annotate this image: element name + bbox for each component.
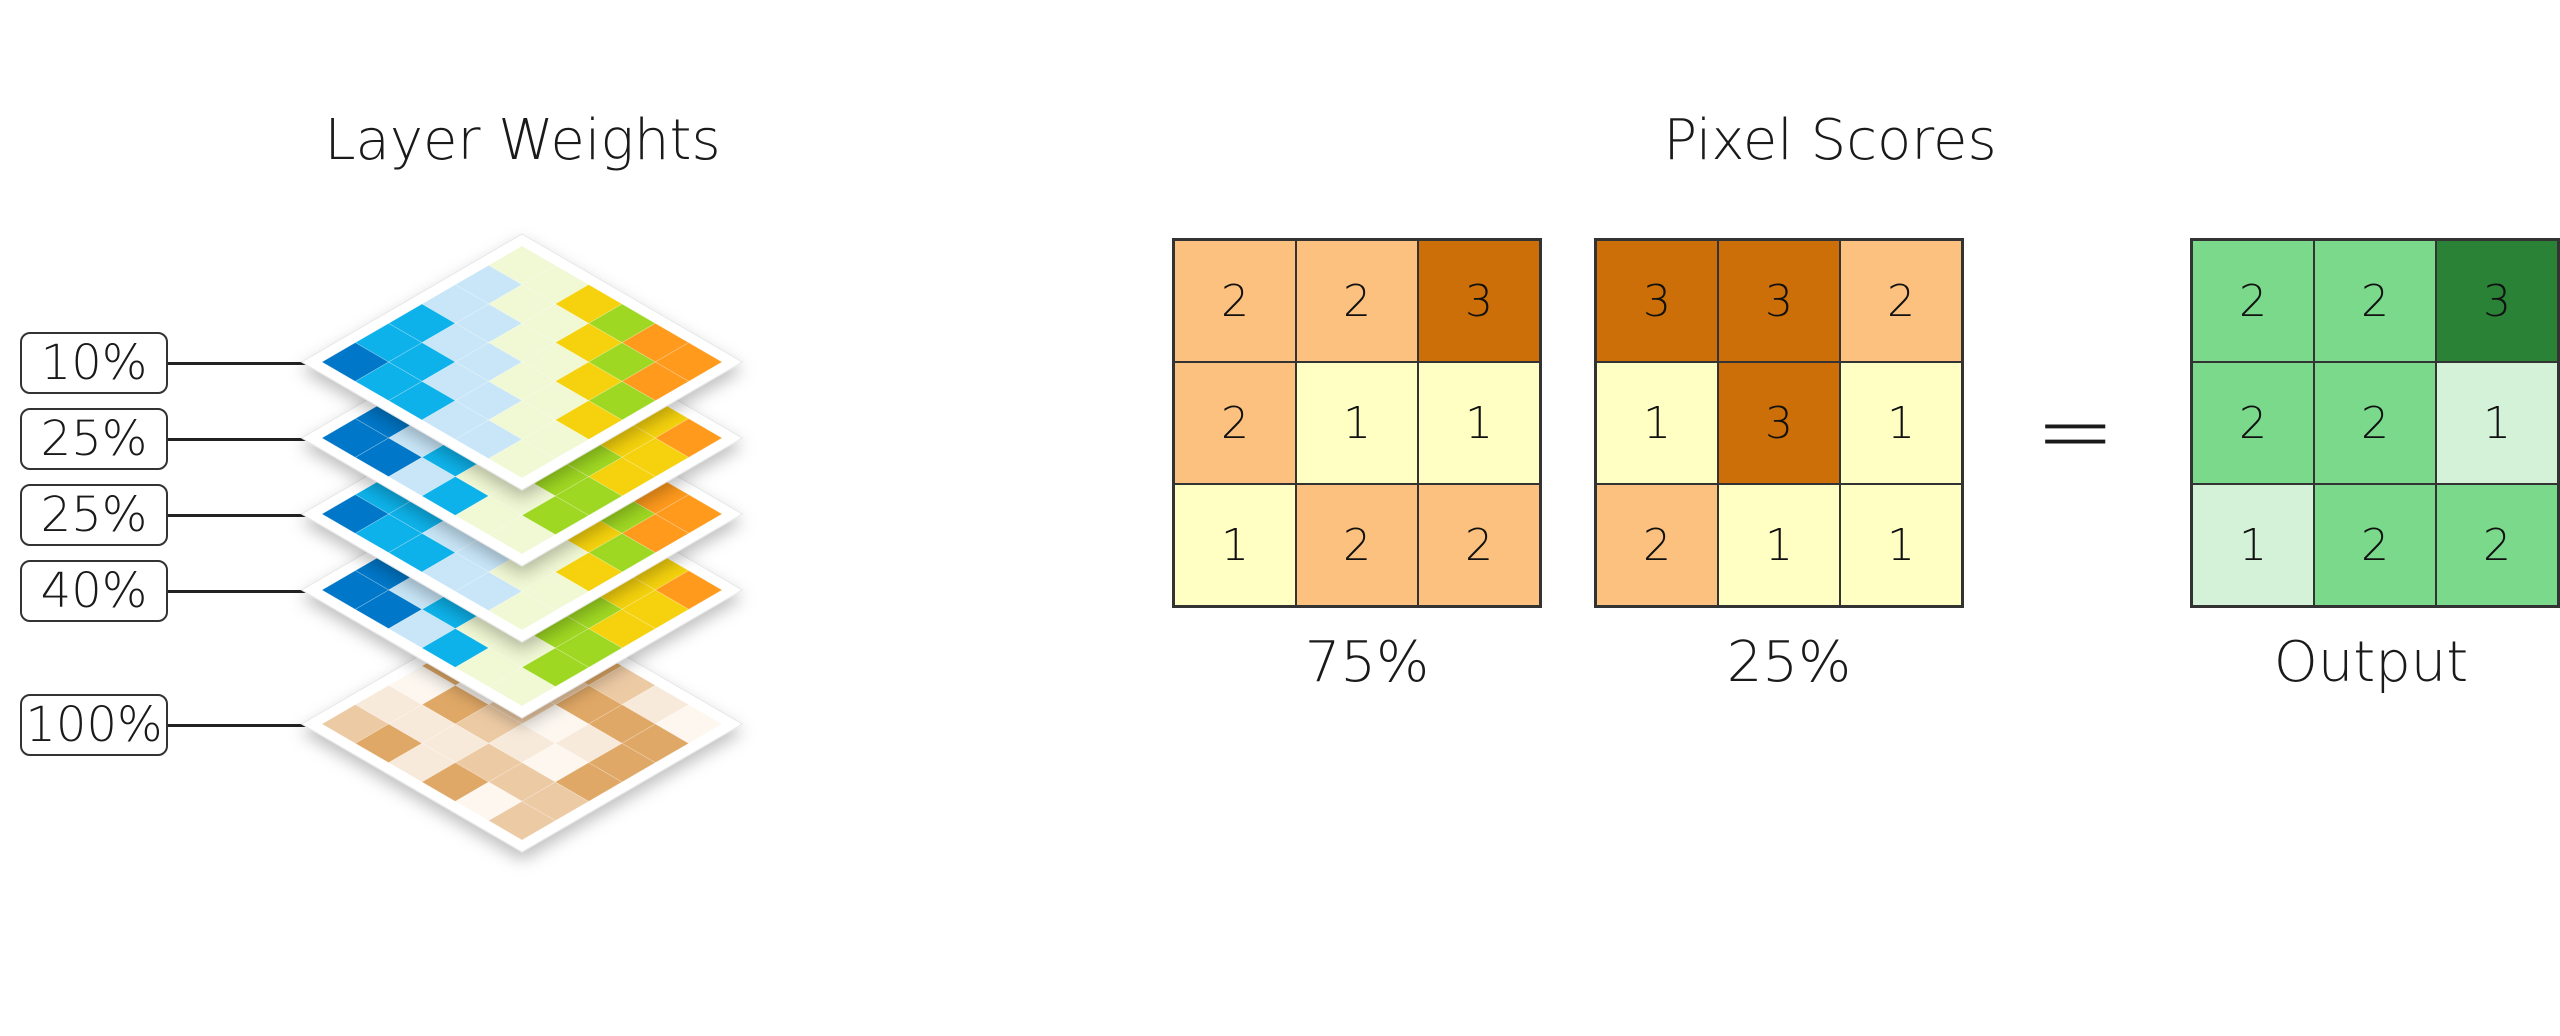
pixel-score-grid-2-weight: 25% <box>1726 630 1852 695</box>
output-grid-cell-3: 3 <box>2436 240 2558 362</box>
leader-line-5 <box>168 724 320 727</box>
leader-line-4 <box>168 590 320 593</box>
pixel-score-grid-2-cell-5: 3 <box>1718 362 1840 484</box>
layer-stack-illustration <box>300 233 744 853</box>
pixel-score-grid-1-cell-9: 2 <box>1418 484 1540 606</box>
pixel-score-grid-1-cell-4: 2 <box>1174 362 1296 484</box>
leader-line-1 <box>168 362 320 365</box>
leader-line-2 <box>168 438 320 441</box>
weight-label-1: 10% <box>20 332 168 394</box>
pixel-score-grid-2-cell-2: 3 <box>1718 240 1840 362</box>
raster-layer-1 <box>300 233 744 491</box>
pixel-score-grid-2-cell-4: 1 <box>1596 362 1718 484</box>
weight-label-2: 25% <box>20 408 168 470</box>
pixel-score-grid-2-cell-9: 1 <box>1840 484 1962 606</box>
pixel-score-grid-1-cell-6: 1 <box>1418 362 1540 484</box>
output-grid-cell-7: 1 <box>2192 484 2314 606</box>
pixel-score-grid-2-cell-1: 3 <box>1596 240 1718 362</box>
weight-label-3: 25% <box>20 484 168 546</box>
output-grid-cell-2: 2 <box>2314 240 2436 362</box>
output-grid-cell-8: 2 <box>2314 484 2436 606</box>
pixel-score-grid-2-cell-6: 1 <box>1840 362 1962 484</box>
output-grid-cell-9: 2 <box>2436 484 2558 606</box>
pixel-score-grid-2-cell-3: 2 <box>1840 240 1962 362</box>
pixel-score-grid-1-cell-2: 2 <box>1296 240 1418 362</box>
pixel-score-grid-1-cell-1: 2 <box>1174 240 1296 362</box>
equals-sign: = <box>2035 375 2116 487</box>
output-grid-cell-5: 2 <box>2314 362 2436 484</box>
pixel-score-grid-1-cell-7: 1 <box>1174 484 1296 606</box>
output-caption: Output <box>2273 630 2469 695</box>
output-grid-cell-6: 1 <box>2436 362 2558 484</box>
pixel-score-grid-1-cell-5: 1 <box>1296 362 1418 484</box>
weight-label-4: 40% <box>20 560 168 622</box>
pixel-score-grid-1-cell-8: 2 <box>1296 484 1418 606</box>
output-grid-cell-1: 2 <box>2192 240 2314 362</box>
pixel-score-grid-2-cell-7: 2 <box>1596 484 1718 606</box>
layer-weights-title: Layer Weights <box>324 108 721 173</box>
pixel-score-grid-2-cell-8: 1 <box>1718 484 1840 606</box>
weight-label-5: 100% <box>20 694 168 756</box>
pixel-scores-title: Pixel Scores <box>1663 108 1997 173</box>
leader-line-3 <box>168 514 320 517</box>
output-grid-cell-4: 2 <box>2192 362 2314 484</box>
pixel-score-grid-1-weight: 75% <box>1304 630 1430 695</box>
pixel-score-grid-1-cell-3: 3 <box>1418 240 1540 362</box>
